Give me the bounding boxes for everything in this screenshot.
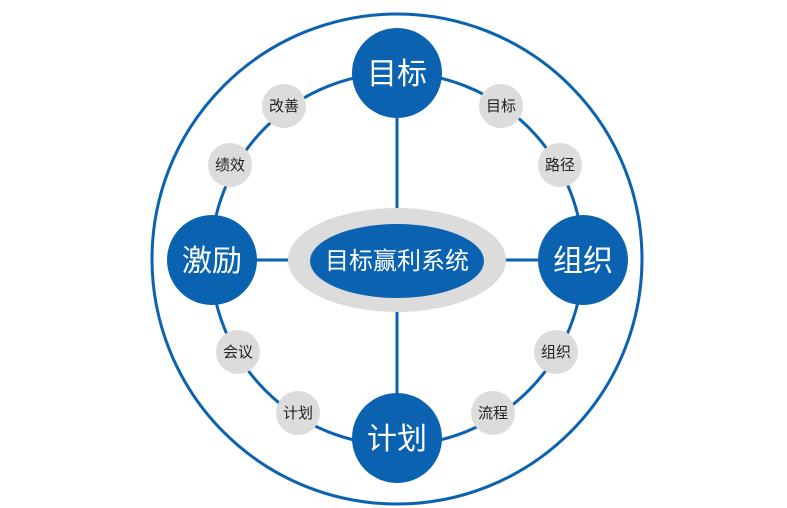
main-node-right: 组织 — [538, 215, 628, 305]
svg-text:计划: 计划 — [283, 404, 313, 422]
center-label: 目标赢利系统 — [325, 247, 469, 275]
sub-node: 绩效 — [208, 143, 252, 187]
sub-node: 会议 — [216, 330, 260, 374]
svg-text:激励: 激励 — [182, 244, 242, 279]
main-node-top: 目标 — [352, 28, 442, 118]
svg-text:路径: 路径 — [545, 156, 575, 174]
svg-text:流程: 流程 — [478, 404, 508, 422]
svg-text:组织: 组织 — [553, 244, 613, 279]
svg-text:组织: 组织 — [541, 343, 571, 361]
center-node: 目标赢利系统 — [288, 208, 506, 312]
svg-text:会议: 会议 — [223, 343, 253, 361]
sub-node: 改善 — [262, 84, 306, 128]
sub-node: 目标 — [479, 84, 523, 128]
svg-text:绩效: 绩效 — [215, 156, 245, 174]
svg-text:改善: 改善 — [269, 97, 299, 115]
outer-ring — [150, 12, 644, 506]
sub-node: 流程 — [471, 391, 515, 435]
svg-text:计划: 计划 — [367, 422, 427, 457]
svg-text:目标: 目标 — [367, 57, 427, 92]
svg-text:目标: 目标 — [486, 97, 516, 115]
main-node-bottom: 计划 — [352, 393, 442, 483]
sub-node: 路径 — [538, 143, 582, 187]
sub-node: 组织 — [534, 330, 578, 374]
main-node-left: 激励 — [167, 215, 257, 305]
sub-node: 计划 — [276, 391, 320, 435]
